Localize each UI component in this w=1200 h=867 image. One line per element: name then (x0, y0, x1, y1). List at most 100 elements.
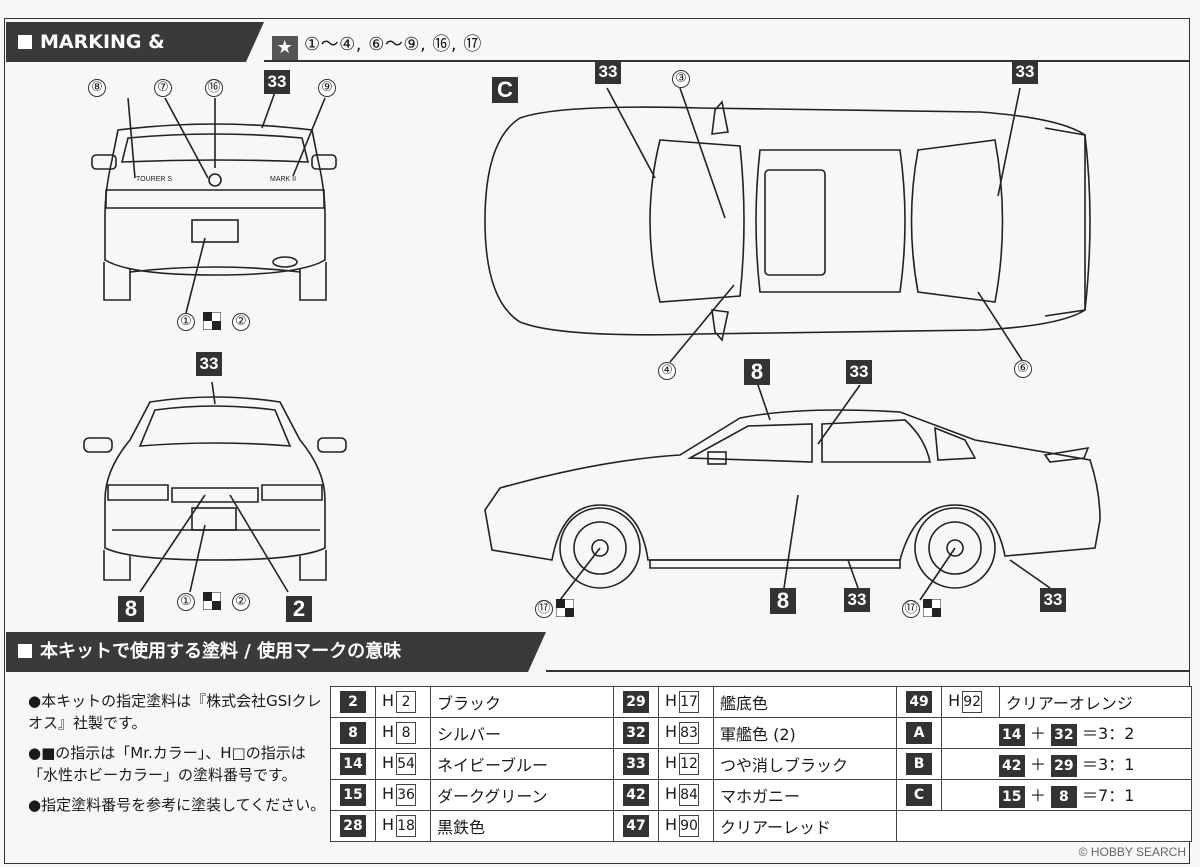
mix-formula: 14 ＋ 32 ＝3：2 (941, 717, 1192, 749)
h-code: 84 (679, 784, 700, 806)
applies-marks: ★①〜④, ⑥〜⑨, ⑯, ⑰ (272, 30, 482, 60)
paint-notes: ●本キットの指定塗料は『株式会社GSIクレオス』社製です。 ●■の指示は「Mr.… (28, 690, 328, 824)
marker-8: ⑧ (88, 79, 106, 97)
paint-name: クリアーオレンジ (998, 686, 1193, 718)
marker-16: ⑯ (205, 79, 223, 97)
marker-9: ⑨ (318, 79, 336, 97)
paint-code: 15 (340, 784, 366, 806)
callout-8-side: 8 (744, 359, 770, 385)
paint-name: つや消しブラック (713, 748, 897, 780)
mr-color-code: 42 (613, 779, 659, 811)
mix-label: A (895, 717, 943, 749)
rear-view-car (91, 123, 337, 301)
decal-mark-icon (556, 599, 574, 617)
mr-color-code: 47 (613, 810, 659, 842)
mix-code: C (906, 784, 933, 806)
h-code: 54 (396, 753, 417, 775)
mix-code: A (906, 722, 933, 744)
sheet-frame (4, 18, 1190, 864)
marker-1-rear: ① (177, 313, 195, 331)
marker-6: ⑥ (1014, 360, 1032, 378)
paint-code: 33 (623, 753, 649, 775)
paint-code: 28 (340, 815, 366, 837)
mr-color-code: 49 (895, 686, 943, 718)
note-2: ●■の指示は「Mr.カラー」、H□の指示は「水性ホビーカラー」の塗料番号です。 (28, 744, 306, 784)
mix-label: B (895, 748, 943, 780)
mr-color-code: 8 (330, 717, 376, 749)
callout-33-front: 33 (196, 352, 222, 376)
marker-17-front-wheel: ⑰ (535, 600, 553, 618)
callout-c-roof: C (492, 77, 518, 103)
paint-name: 軍艦色 (2) (713, 717, 897, 749)
header-rule (264, 60, 1190, 62)
paint-name: シルバー (430, 717, 614, 749)
callout-2-front: 2 (286, 596, 312, 622)
marker-2-rear: ② (232, 313, 250, 331)
marker-4: ④ (658, 362, 676, 380)
mix-ratio: 3：1 (1098, 755, 1135, 774)
paint-name: ブラック (430, 686, 614, 718)
front-view-car (83, 396, 347, 581)
top-view-car (484, 100, 1091, 342)
tourer-badge: TOURER S (136, 176, 173, 183)
h-code: 17 (679, 691, 700, 713)
mr-color-code: 33 (613, 748, 659, 780)
legend-rule (546, 670, 1190, 672)
mr-color-code: 32 (613, 717, 659, 749)
h-code: 12 (679, 753, 700, 775)
h-code: 83 (679, 722, 700, 744)
callout-33-top-front: 33 (595, 60, 621, 84)
paint-name: ダークグリーン (430, 779, 614, 811)
decal-mark-icon (923, 599, 941, 617)
star-icon: ★ (272, 36, 298, 60)
paint-name: ネイビーブルー (430, 748, 614, 780)
callout-8-front: 8 (118, 596, 144, 622)
marker-1-front: ① (177, 593, 195, 611)
paint-code: 2 (340, 691, 366, 713)
h-code: 36 (396, 784, 417, 806)
h-code: 90 (679, 815, 700, 837)
h-code: 8 (396, 722, 417, 744)
paint-name: 黒鉄色 (430, 810, 614, 842)
decal-mark-icon (203, 592, 221, 610)
mix-b: 8 (1050, 786, 1077, 808)
side-view-car (484, 409, 1101, 589)
h-code: 2 (396, 691, 417, 713)
callout-33-top-rear: 33 (1012, 60, 1038, 84)
paint-code: 47 (623, 815, 649, 837)
mix-a: 14 (998, 724, 1025, 746)
paint-name: クリアーレッド (713, 810, 897, 842)
mix-label: C (895, 779, 943, 811)
mr-color-code: 14 (330, 748, 376, 780)
paint-legend-header: 本キットで使用する塗料 / 使用マークの意味 (6, 632, 546, 672)
paint-code: 42 (623, 784, 649, 806)
paint-cell-empty (896, 810, 1192, 842)
mix-a: 42 (998, 755, 1025, 777)
paint-code: 49 (906, 691, 933, 713)
mr-color-code: 29 (613, 686, 659, 718)
marker-17-rear-wheel: ⑰ (902, 600, 920, 618)
watermark: © HOBBY SEARCH (1078, 845, 1186, 859)
marker-2-front: ② (232, 593, 250, 611)
paint-code: 14 (340, 753, 366, 775)
h-code: 92 (962, 691, 983, 713)
mix-formula: 42 ＋ 29 ＝3：1 (941, 748, 1192, 780)
mix-ratio: 7：1 (1098, 786, 1135, 805)
marker-7: ⑦ (154, 79, 172, 97)
paint-name: マホガニー (713, 779, 897, 811)
